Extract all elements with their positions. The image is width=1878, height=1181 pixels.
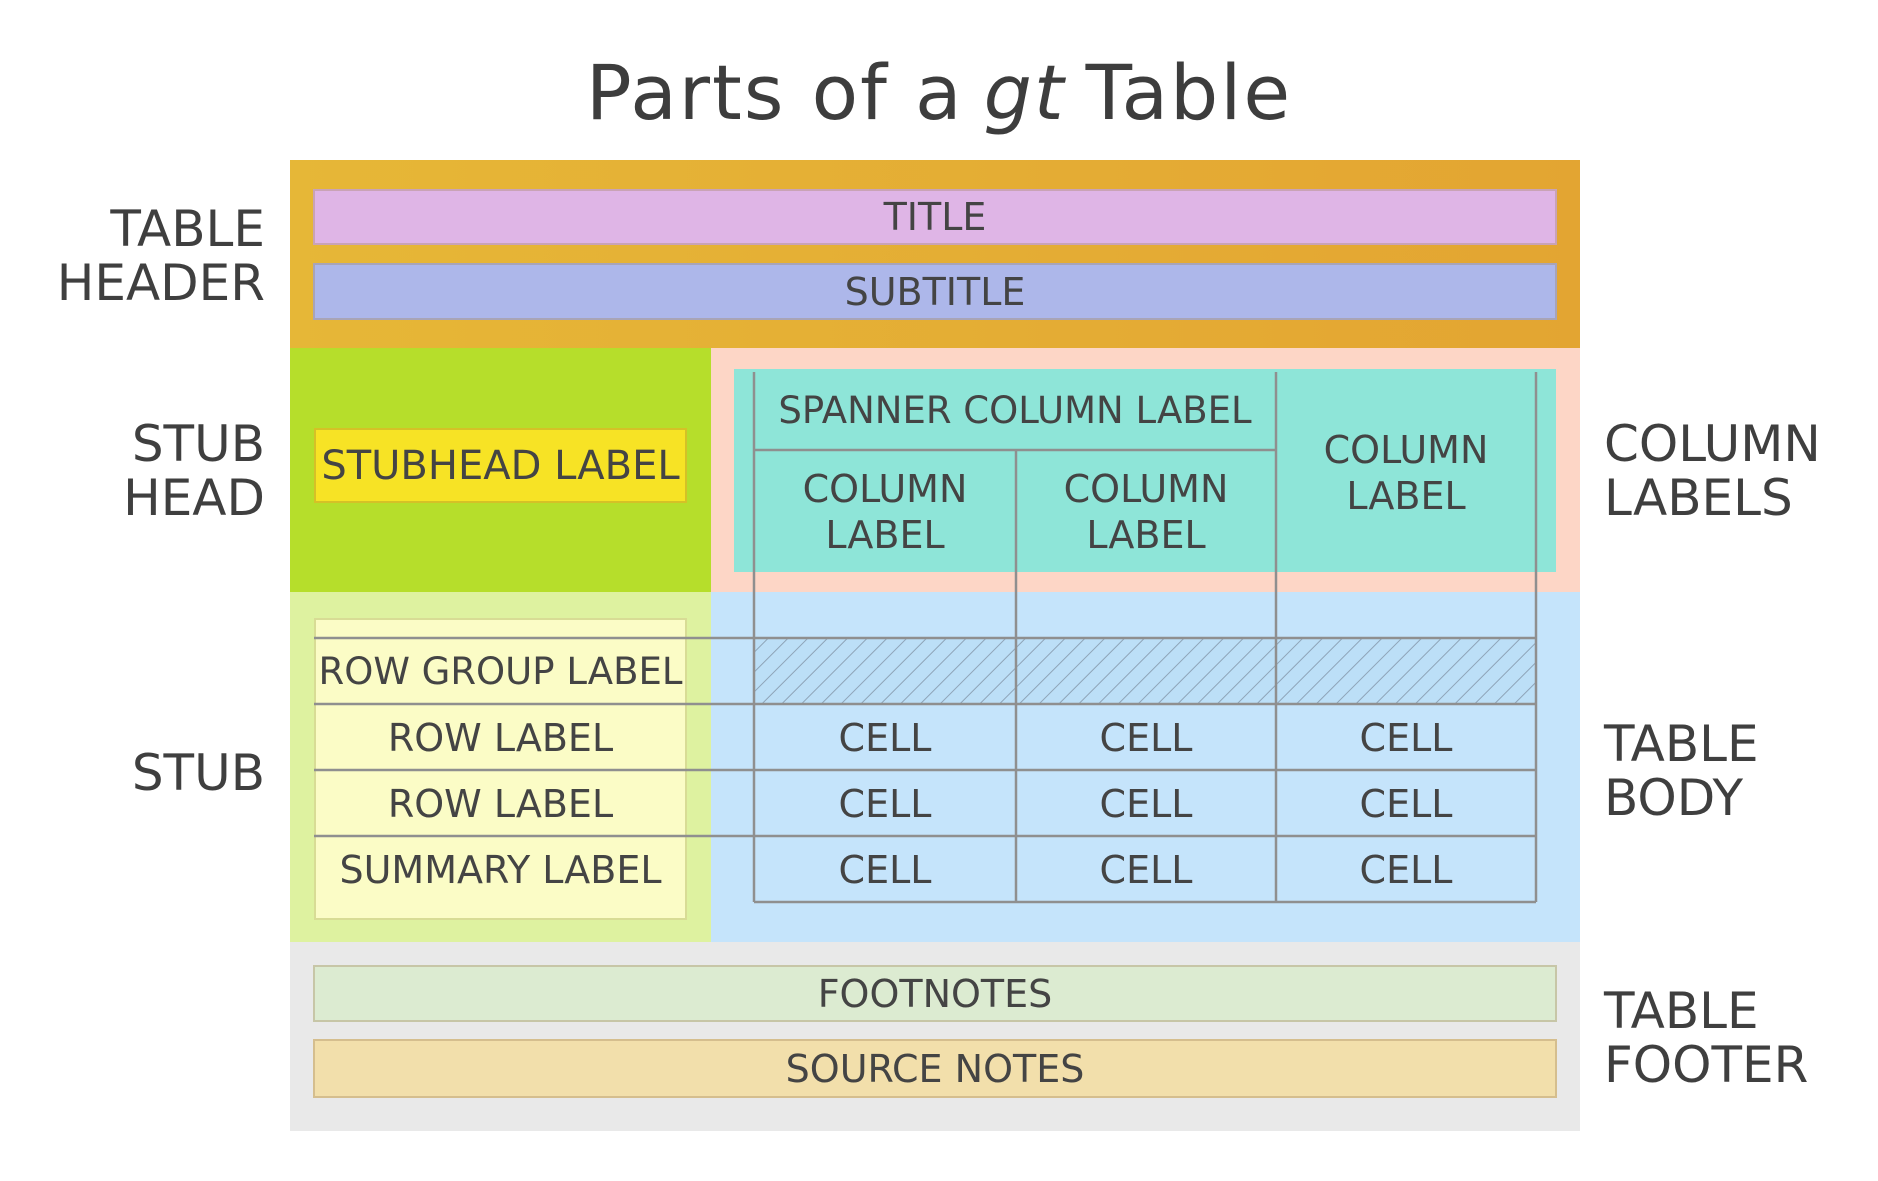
side-label-line: TABLE bbox=[110, 200, 265, 258]
body-cell: CELL bbox=[756, 838, 1014, 902]
column-label-2: COLUMN LABEL bbox=[1018, 452, 1274, 572]
row-label: ROW LABEL bbox=[316, 706, 685, 770]
diagram-title: Parts of a gt Table bbox=[0, 42, 1878, 142]
cell-text: CELL bbox=[1359, 782, 1453, 826]
body-cell: CELL bbox=[1018, 772, 1274, 836]
title-bar: TITLE bbox=[313, 189, 1557, 245]
spanner-text: SPANNER COLUMN LABEL bbox=[778, 389, 1252, 432]
stubhead-label-text: STUBHEAD LABEL bbox=[321, 442, 680, 489]
column-label-line: COLUMN bbox=[1063, 467, 1229, 511]
row-group-label-text: ROW GROUP LABEL bbox=[318, 650, 683, 693]
body-cell: CELL bbox=[1278, 772, 1534, 836]
footnotes-text: FOOTNOTES bbox=[817, 971, 1053, 1016]
side-label-stub: STUB bbox=[40, 746, 265, 800]
grid-strokes bbox=[314, 372, 1538, 904]
side-label-stub-head: STUB HEAD bbox=[40, 417, 265, 525]
row-label: ROW LABEL bbox=[316, 772, 685, 836]
spanner-column-label: SPANNER COLUMN LABEL bbox=[756, 374, 1274, 448]
row-group-label: ROW GROUP LABEL bbox=[316, 640, 685, 704]
body-cell: CELL bbox=[1018, 706, 1274, 770]
row-label-text: ROW LABEL bbox=[387, 716, 614, 760]
column-label-line: COLUMN bbox=[1323, 428, 1489, 472]
title-text: TITLE bbox=[883, 195, 987, 239]
side-label-table-header: TABLE HEADER bbox=[40, 202, 265, 310]
column-label-line: LABEL bbox=[1346, 474, 1466, 518]
column-label-line: LABEL bbox=[1086, 513, 1206, 557]
column-labels-fill bbox=[734, 369, 1556, 572]
subtitle-text: SUBTITLE bbox=[844, 269, 1026, 314]
column-label-1: COLUMN LABEL bbox=[756, 452, 1014, 572]
stubhead-label-box: STUBHEAD LABEL bbox=[314, 428, 687, 503]
source-notes-text: SOURCE NOTES bbox=[785, 1046, 1085, 1091]
side-label-line: STUB bbox=[131, 415, 265, 473]
cell-text: CELL bbox=[1099, 848, 1193, 892]
column-label-line: LABEL bbox=[825, 513, 945, 557]
summary-label: SUMMARY LABEL bbox=[316, 838, 685, 902]
side-label-line: BODY bbox=[1604, 769, 1744, 827]
side-label-table-body: TABLE BODY bbox=[1604, 717, 1864, 825]
side-label-line: HEADER bbox=[56, 254, 265, 312]
body-cell: CELL bbox=[1018, 838, 1274, 902]
side-label-line: HEAD bbox=[123, 469, 265, 527]
body-cell: CELL bbox=[756, 772, 1014, 836]
cell-text: CELL bbox=[838, 716, 932, 760]
row-label-text: ROW LABEL bbox=[387, 782, 614, 826]
title-prefix: Parts of a bbox=[585, 47, 964, 137]
cell-text: CELL bbox=[1359, 848, 1453, 892]
body-cell: CELL bbox=[756, 706, 1014, 770]
column-label-line: COLUMN bbox=[802, 467, 968, 511]
source-notes-bar: SOURCE NOTES bbox=[313, 1039, 1557, 1098]
side-label-line: FOOTER bbox=[1604, 1036, 1809, 1094]
row-group-hatch bbox=[754, 638, 1536, 704]
cell-text: CELL bbox=[1099, 716, 1193, 760]
side-label-line: TABLE bbox=[1604, 715, 1759, 773]
cell-text: CELL bbox=[1359, 716, 1453, 760]
footnotes-bar: FOOTNOTES bbox=[313, 965, 1557, 1022]
cell-text: CELL bbox=[1099, 782, 1193, 826]
side-label-line: TABLE bbox=[1604, 982, 1759, 1040]
summary-label-text: SUMMARY LABEL bbox=[339, 848, 662, 892]
cell-text: CELL bbox=[838, 782, 932, 826]
side-label-table-footer: TABLE FOOTER bbox=[1604, 984, 1864, 1092]
cell-text: CELL bbox=[838, 848, 932, 892]
body-cell: CELL bbox=[1278, 706, 1534, 770]
title-italic: gt bbox=[983, 47, 1066, 137]
side-label-line: LABELS bbox=[1604, 469, 1793, 527]
body-cell: CELL bbox=[1278, 838, 1534, 902]
title-suffix: Table bbox=[1085, 47, 1293, 137]
column-label-3: COLUMN LABEL bbox=[1278, 374, 1534, 572]
side-label-line: STUB bbox=[131, 744, 265, 802]
subtitle-bar: SUBTITLE bbox=[313, 263, 1557, 320]
side-label-column-labels: COLUMN LABELS bbox=[1604, 417, 1864, 525]
side-label-line: COLUMN bbox=[1604, 415, 1821, 473]
